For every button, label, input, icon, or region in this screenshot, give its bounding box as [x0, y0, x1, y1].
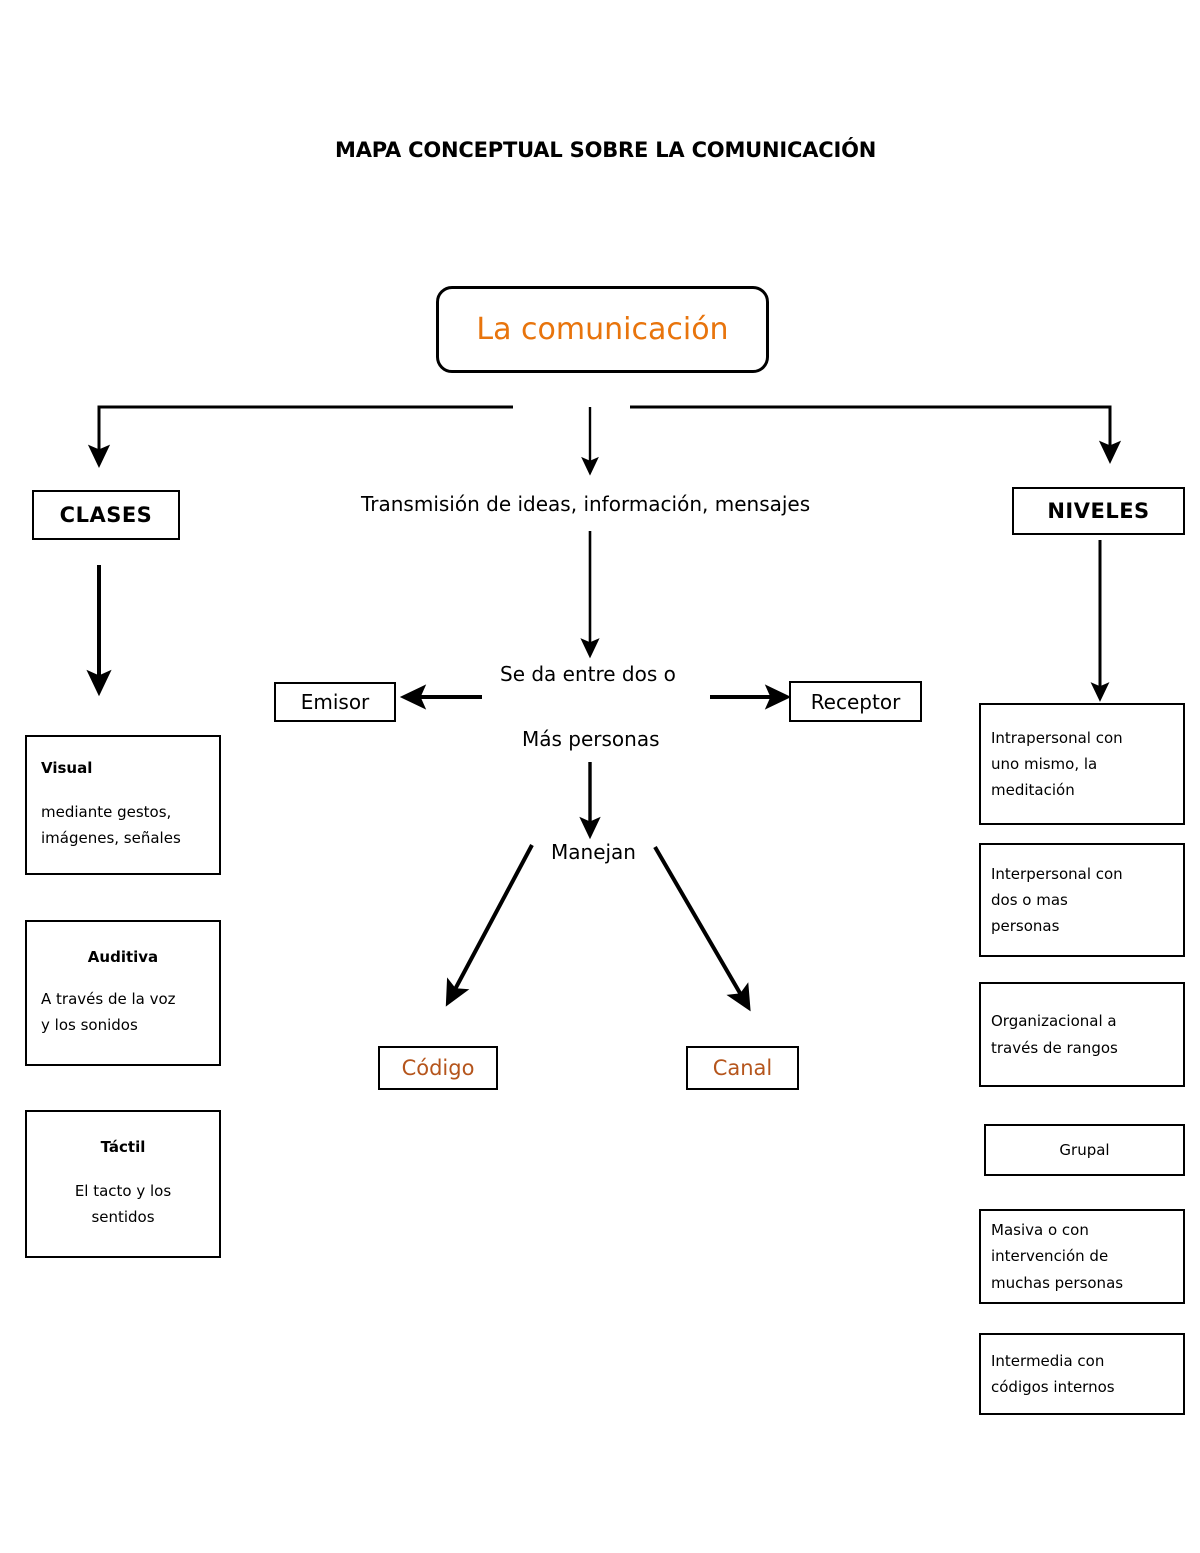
branch-header-niveles[interactable]: NIVELES [1012, 487, 1185, 535]
node-codigo-label: Código [401, 1056, 475, 1080]
center-label-mas-personas: Más personas [522, 727, 660, 751]
center-label-manejan: Manejan [551, 840, 636, 864]
clase-box-visual[interactable]: Visual mediante gestos, imágenes, señale… [25, 735, 221, 875]
edge-root-to-niveles [630, 405, 1122, 465]
clase-box-tactil[interactable]: Táctil El tacto y los sentidos [25, 1110, 221, 1258]
node-emisor-label: Emisor [300, 690, 370, 714]
center-label-se-da-entre: Se da entre dos o [500, 662, 676, 686]
nivel-box-organizacional[interactable]: Organizacional a través de rangos [979, 982, 1185, 1087]
nivel-intrapersonal-line1: Intrapersonal con [991, 728, 1123, 747]
nivel-box-intermedia[interactable]: Intermedia con códigos internos [979, 1333, 1185, 1415]
nivel-box-grupal[interactable]: Grupal [984, 1124, 1185, 1176]
edge-manejan-to-canal [653, 845, 751, 1012]
clase-tactil-lead: Táctil [100, 1137, 146, 1156]
clase-auditiva-desc-line2: y los sonidos [41, 1016, 138, 1034]
clase-auditiva-lead: Auditiva [87, 947, 159, 966]
nivel-box-intrapersonal[interactable]: Intrapersonal con uno mismo, la meditaci… [979, 703, 1185, 825]
nivel-intrapersonal-line2: uno mismo, la [991, 754, 1098, 773]
nivel-masiva-line1: Masiva o con [991, 1221, 1089, 1240]
clase-box-auditiva[interactable]: Auditiva A través de la voz y los sonido… [25, 920, 221, 1066]
nivel-intrapersonal-line3: meditación [991, 781, 1075, 800]
node-emisor[interactable]: Emisor [274, 682, 396, 722]
nivel-box-interpersonal[interactable]: Interpersonal con dos o mas personas [979, 843, 1185, 957]
clase-tactil-desc-line1: El tacto y los [74, 1181, 172, 1200]
nivel-masiva-line2: intervención de [991, 1247, 1109, 1266]
nivel-intermedia-line1: Intermedia con [991, 1351, 1105, 1370]
center-label-transmision: Transmisión de ideas, información, mensa… [361, 492, 811, 516]
page-title: MAPA CONCEPTUAL SOBRE LA COMUNICACIÓN [335, 138, 877, 162]
branch-header-clases-label: CLASES [59, 503, 153, 527]
nivel-intermedia-line2: códigos internos [991, 1378, 1115, 1396]
node-canal-label: Canal [712, 1056, 773, 1080]
clase-visual-desc-line2: imágenes, señales [41, 829, 181, 847]
node-receptor-label: Receptor [810, 689, 901, 714]
node-canal[interactable]: Canal [686, 1046, 799, 1090]
edge-manejan-to-codigo [445, 844, 534, 1007]
clase-auditiva-desc-line1: A través de la voz [41, 989, 176, 1008]
nivel-grupal-line1: Grupal [1059, 1140, 1110, 1159]
nivel-organizacional-line2: través de rangos [991, 1038, 1118, 1057]
node-codigo[interactable]: Código [378, 1046, 498, 1090]
clase-visual-desc-line1: mediante gestos, [41, 802, 172, 821]
edge-root-to-clases [87, 405, 513, 469]
clase-visual-lead: Visual [41, 758, 93, 777]
branch-header-niveles-label: NIVELES [1047, 499, 1150, 523]
nivel-interpersonal-line1: Interpersonal con [991, 864, 1123, 883]
nivel-interpersonal-line2: dos o mas [991, 890, 1068, 909]
nivel-organizacional-line1: Organizacional a [991, 1012, 1117, 1031]
branch-header-clases[interactable]: CLASES [32, 490, 180, 540]
root-node-la-comunicacion[interactable]: La comunicación [436, 286, 769, 373]
node-receptor[interactable]: Receptor [789, 681, 922, 722]
nivel-box-masiva[interactable]: Masiva o con intervención de muchas pers… [979, 1209, 1185, 1304]
clase-tactil-desc-line2: sentidos [91, 1208, 155, 1226]
root-node-label: La comunicación [476, 312, 729, 347]
nivel-masiva-line3: muchas personas [991, 1273, 1124, 1292]
nivel-interpersonal-line3: personas [991, 917, 1060, 936]
